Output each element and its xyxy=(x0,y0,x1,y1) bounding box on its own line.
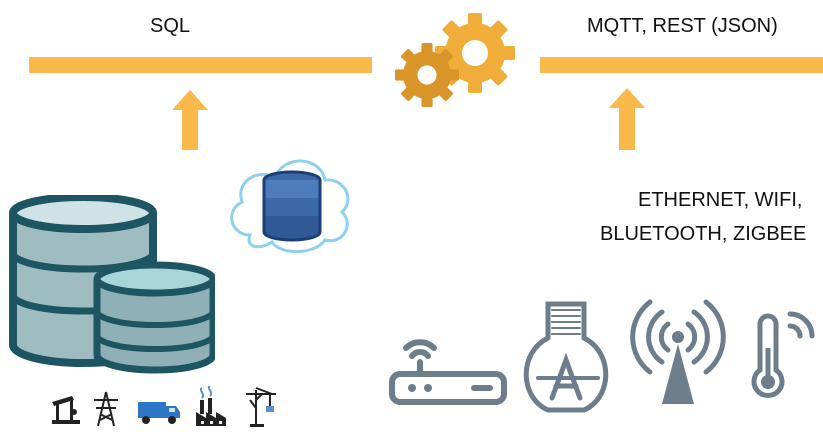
database-stack-icon xyxy=(5,195,215,380)
network-label-line2: BLUETOOTH, ZIGBEE xyxy=(600,223,807,245)
truck-icon xyxy=(136,398,182,426)
bus-line-left xyxy=(29,57,372,73)
smart-bulb-icon xyxy=(508,298,624,418)
wireless-tower-icon xyxy=(626,298,730,410)
network-label-line1: ETHERNET, WIFI, xyxy=(638,189,803,211)
thermometer-icon xyxy=(746,308,823,408)
crane-icon xyxy=(242,386,278,428)
arrow-up-icon-left xyxy=(172,90,208,150)
power-tower-icon xyxy=(90,390,122,428)
arrow-up-icon-right xyxy=(609,88,645,150)
router-icon xyxy=(386,318,510,408)
bus-line-right xyxy=(540,57,823,73)
cloud-database-icon xyxy=(220,140,360,270)
protocols-label: MQTT, REST (JSON) xyxy=(587,15,778,37)
gears-icon xyxy=(385,5,535,120)
oil-pump-icon xyxy=(50,392,82,426)
factory-icon xyxy=(192,386,230,428)
sql-label: SQL xyxy=(150,15,191,37)
